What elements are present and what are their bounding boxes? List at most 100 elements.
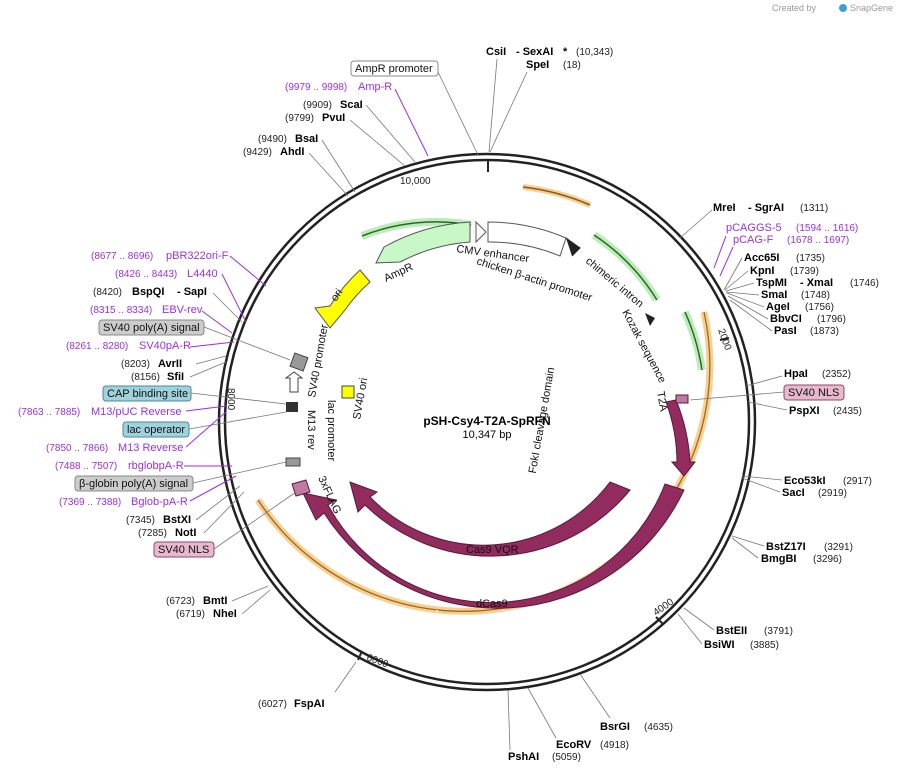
primer-range-l4440: (8426 .. 8443) (115, 269, 177, 280)
bglobin-polya-box[interactable] (74, 475, 194, 492)
enz-bmti[interactable]: BmtI (203, 595, 227, 607)
num-agei: (1756) (805, 302, 834, 313)
lac-block (286, 402, 298, 412)
sv40-nls-left-box[interactable] (153, 541, 215, 558)
chimeric-label: chimeric intron (583, 255, 646, 310)
enz-nhei[interactable]: NheI (213, 608, 237, 620)
enz-bsai[interactable]: BsaI (295, 133, 318, 145)
num-saci: (2919) (818, 488, 847, 499)
enz-bsiwi[interactable]: BsiWI (704, 639, 735, 651)
num-bstxi: (7345) (126, 515, 155, 526)
foki-arrow (665, 399, 697, 477)
enz-avrii[interactable]: AvrII (158, 358, 182, 370)
sv40-polya-box[interactable] (98, 319, 205, 336)
primer-range-sv40pa: (8261 .. 8280) (66, 341, 128, 352)
cap-binding-box[interactable] (102, 385, 192, 402)
num-hpai: (2352) (822, 369, 851, 380)
enz-bmgbi[interactable]: BmgBI (761, 553, 796, 565)
cba-label: chicken β-actin promoter (475, 255, 594, 304)
enz-xmai[interactable]: - XmaI (800, 277, 833, 289)
num-bmgbi: (3296) (813, 554, 842, 565)
num-pspxi: (2435) (833, 406, 862, 417)
enz-kpni[interactable]: KpnI (750, 265, 774, 277)
primer-ampr[interactable]: Amp-R (358, 81, 392, 93)
num-pvui: (9799) (285, 113, 314, 124)
enz-agei[interactable]: AgeI (766, 301, 790, 313)
brand-text: SnapGene (850, 3, 893, 13)
enz-hpai[interactable]: HpaI (784, 368, 808, 380)
primer-ebv[interactable]: EBV-rev (162, 304, 203, 316)
enz-bspqi[interactable]: BspQI (132, 286, 164, 298)
primer-l4440[interactable]: L4440 (187, 268, 218, 280)
enz-csii[interactable]: CsiI (486, 46, 506, 58)
created-by-text: Created by (772, 3, 817, 13)
primer-sv40pa[interactable]: SV40pA-R (139, 340, 191, 352)
enz-pspxi[interactable]: PspXI (789, 405, 820, 417)
num-avrii: (8203) (121, 359, 150, 370)
primer-m13rev[interactable]: M13 Reverse (118, 442, 183, 454)
primer-range-pbr322: (8677 .. 8696) (91, 251, 153, 262)
enz-saci[interactable]: SacI (782, 487, 805, 499)
enz-sapi[interactable]: - SapI (177, 286, 207, 298)
sv40-polya-label: SV40 poly(A) signal (103, 322, 200, 334)
enz-spei[interactable]: SpeI (526, 59, 549, 71)
ampr-label: AmpR (382, 261, 415, 285)
tick-10000: 10,000 (400, 176, 431, 187)
primer-range-pcaggs: (1594 .. 1616) (796, 223, 858, 234)
primer-m13puc[interactable]: M13/pUC Reverse (91, 406, 181, 418)
sv40-nls-right-label: SV40 NLS (788, 387, 839, 399)
num-acc65i: (1735) (796, 253, 825, 264)
primer-pbr322[interactable]: pBR322ori-F (166, 250, 229, 262)
num-bsrgi: (4635) (644, 722, 673, 733)
orange-track-large (255, 311, 714, 615)
enz-pvui[interactable]: PvuI (322, 112, 345, 124)
enz-bbvci[interactable]: BbvCI (770, 313, 802, 325)
enz-tspmi[interactable]: TspMI (756, 277, 787, 289)
primer-bglob[interactable]: Bglob-pA-R (131, 496, 188, 508)
lac-operator-box[interactable] (122, 421, 190, 438)
enz-acc65i[interactable]: Acc65I (744, 252, 779, 264)
num-kpni: (1739) (790, 266, 819, 277)
num-fspai: (6027) (258, 699, 287, 710)
num-nhei: (6719) (176, 609, 205, 620)
num-bstz17i: (3291) (824, 542, 853, 553)
enz-eco53ki[interactable]: Eco53kI (784, 475, 826, 487)
enz-bstxi[interactable]: BstXI (163, 514, 191, 526)
primer-pcag[interactable]: pCAG-F (733, 234, 774, 246)
enz-mrei[interactable]: MreI (713, 202, 736, 214)
plasmid-length: 10,347 bp (463, 429, 512, 441)
enz-bstz17i[interactable]: BstZ17I (766, 541, 806, 553)
primer-range-m13puc: (7863 .. 7885) (18, 407, 80, 418)
sv40-nls-right-box[interactable] (783, 384, 845, 401)
enz-pshai[interactable]: PshAI (508, 751, 539, 763)
snapgene-logo-icon (839, 4, 847, 12)
enz-sfii[interactable]: SfiI (167, 371, 184, 383)
enz-star: * (563, 46, 568, 58)
num-sfii: (8156) (131, 372, 160, 383)
enz-fspai[interactable]: FspAI (294, 698, 325, 710)
primer-range-rbglob: (7488 .. 7507) (55, 461, 117, 472)
enz-sexai[interactable]: - SexAI (516, 46, 553, 58)
num-smai: (1748) (801, 290, 830, 301)
lac-operator-label: lac operator (127, 424, 185, 436)
ampr-promoter-box[interactable] (350, 60, 439, 77)
enz-bsrgi[interactable]: BsrGI (600, 721, 630, 733)
enz-sgrai[interactable]: - SgrAI (748, 202, 784, 214)
enz-bsteii[interactable]: BstEII (716, 625, 747, 637)
sv40-prom-arrow (284, 371, 304, 393)
ampr-promoter-label: AmpR promoter (355, 63, 433, 75)
primer-rbglob[interactable]: rbglobpA-R (128, 460, 184, 472)
kozak-label: Kozak sequence (619, 308, 668, 385)
enz-pasi[interactable]: PasI (774, 325, 797, 337)
num-csii: (10,343) (576, 47, 613, 58)
enz-smai[interactable]: SmaI (761, 289, 787, 301)
primer-range-pcag: (1678 .. 1697) (787, 235, 849, 246)
primer-pcaggs[interactable]: pCAGGS-5 (726, 222, 782, 234)
enz-ecorv[interactable]: EcoRV (556, 739, 592, 751)
enz-noti[interactable]: NotI (175, 527, 196, 539)
enz-ahdi[interactable]: AhdI (280, 146, 304, 158)
cmv-cba-arrow (487, 221, 567, 257)
sv40-pa-block (289, 352, 309, 372)
num-spei: (18) (563, 60, 581, 71)
enz-scai[interactable]: ScaI (340, 99, 363, 111)
